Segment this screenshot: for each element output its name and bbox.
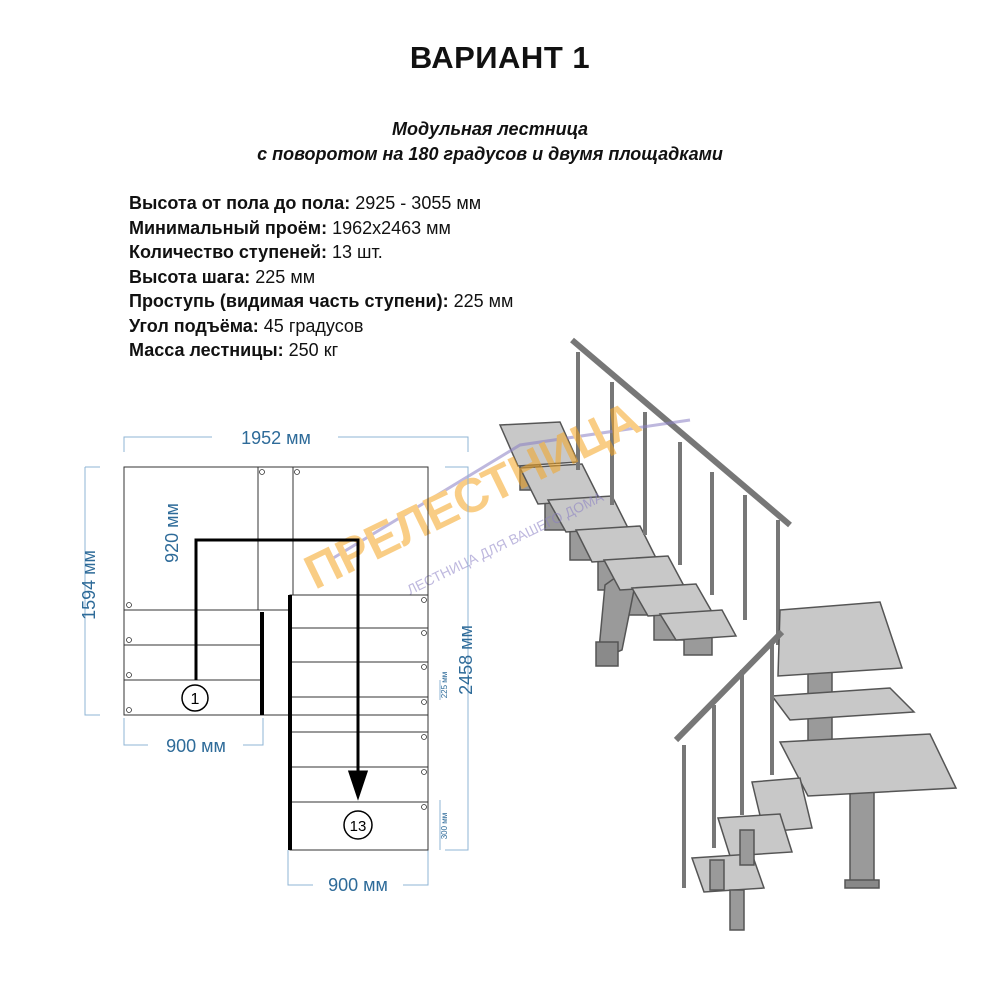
lower-handrail bbox=[673, 629, 785, 888]
walking-line-arrow bbox=[194, 538, 369, 801]
lower-flight-supports bbox=[709, 829, 755, 931]
spec-value: 45 градусов bbox=[258, 315, 364, 336]
spec-label: Угол подъёма: bbox=[129, 315, 259, 336]
spec-label: Минимальный проём: bbox=[129, 217, 328, 238]
dim-right-height: 2458 мм bbox=[456, 625, 476, 695]
dim-last-step: 300 мм bbox=[440, 813, 449, 840]
spec-value: 250 кг bbox=[283, 340, 339, 360]
step-13-circle bbox=[343, 810, 373, 840]
plan-handrails bbox=[260, 595, 292, 850]
spec-row-tread: Проступь (видимая часть ступени): 225 мм bbox=[129, 289, 513, 314]
upper-handrail bbox=[570, 337, 792, 645]
subtitle-line-1: Модульная лестница bbox=[392, 119, 588, 139]
spec-value: 13 шт. bbox=[327, 242, 383, 262]
spec-value: 1962х2463 мм bbox=[327, 217, 451, 238]
spec-label: Количество ступеней: bbox=[129, 242, 328, 262]
spec-value: 225 мм bbox=[250, 266, 316, 287]
subtitle-line-2: с поворотом на 180 градусов и двумя площ… bbox=[257, 144, 723, 164]
dim-total-width: 1952 мм bbox=[241, 428, 311, 448]
spec-row-mass: Масса лестницы: 250 кг bbox=[129, 338, 513, 363]
spec-label: Масса лестницы: bbox=[129, 340, 284, 360]
specs-list: Высота от пола до пола: 2925 - 3055 мм М… bbox=[129, 191, 513, 363]
spec-row-angle: Угол подъёма: 45 градусов bbox=[129, 314, 513, 339]
spec-label: Высота от пола до пола: bbox=[129, 193, 351, 213]
spec-label: Проступь (видимая часть ступени): bbox=[129, 291, 449, 311]
dim-left-flight-width: 900 мм bbox=[166, 736, 226, 756]
dim-left-height: 1594 мм bbox=[79, 550, 99, 620]
step-13-label: 13 bbox=[350, 818, 367, 835]
spec-row-opening: Минимальный проём: 1962х2463 мм bbox=[129, 216, 513, 241]
spec-row-steps: Количество ступеней: 13 шт. bbox=[129, 240, 513, 265]
dim-landing-depth: 920 мм bbox=[162, 503, 182, 563]
spec-row-rise: Высота шага: 225 мм bbox=[129, 265, 513, 290]
step-1-label: 1 bbox=[191, 691, 200, 708]
spec-value: 225 мм bbox=[448, 291, 514, 311]
spec-value: 2925 - 3055 мм bbox=[350, 193, 482, 213]
step-1-circle bbox=[181, 684, 209, 712]
page-title: ВАРИАНТ 1 bbox=[409, 40, 591, 75]
spec-row-height: Высота от пола до пола: 2925 - 3055 мм bbox=[129, 191, 513, 216]
spec-label: Высота шага: bbox=[129, 266, 251, 287]
upper-flight-treads bbox=[498, 421, 738, 641]
dimension-lines bbox=[84, 436, 469, 886]
dim-step-rise: 225 мм bbox=[440, 672, 449, 699]
step-markers bbox=[126, 469, 427, 810]
dim-right-flight-width: 900 мм bbox=[328, 875, 388, 895]
stairwell-outline bbox=[123, 466, 429, 716]
